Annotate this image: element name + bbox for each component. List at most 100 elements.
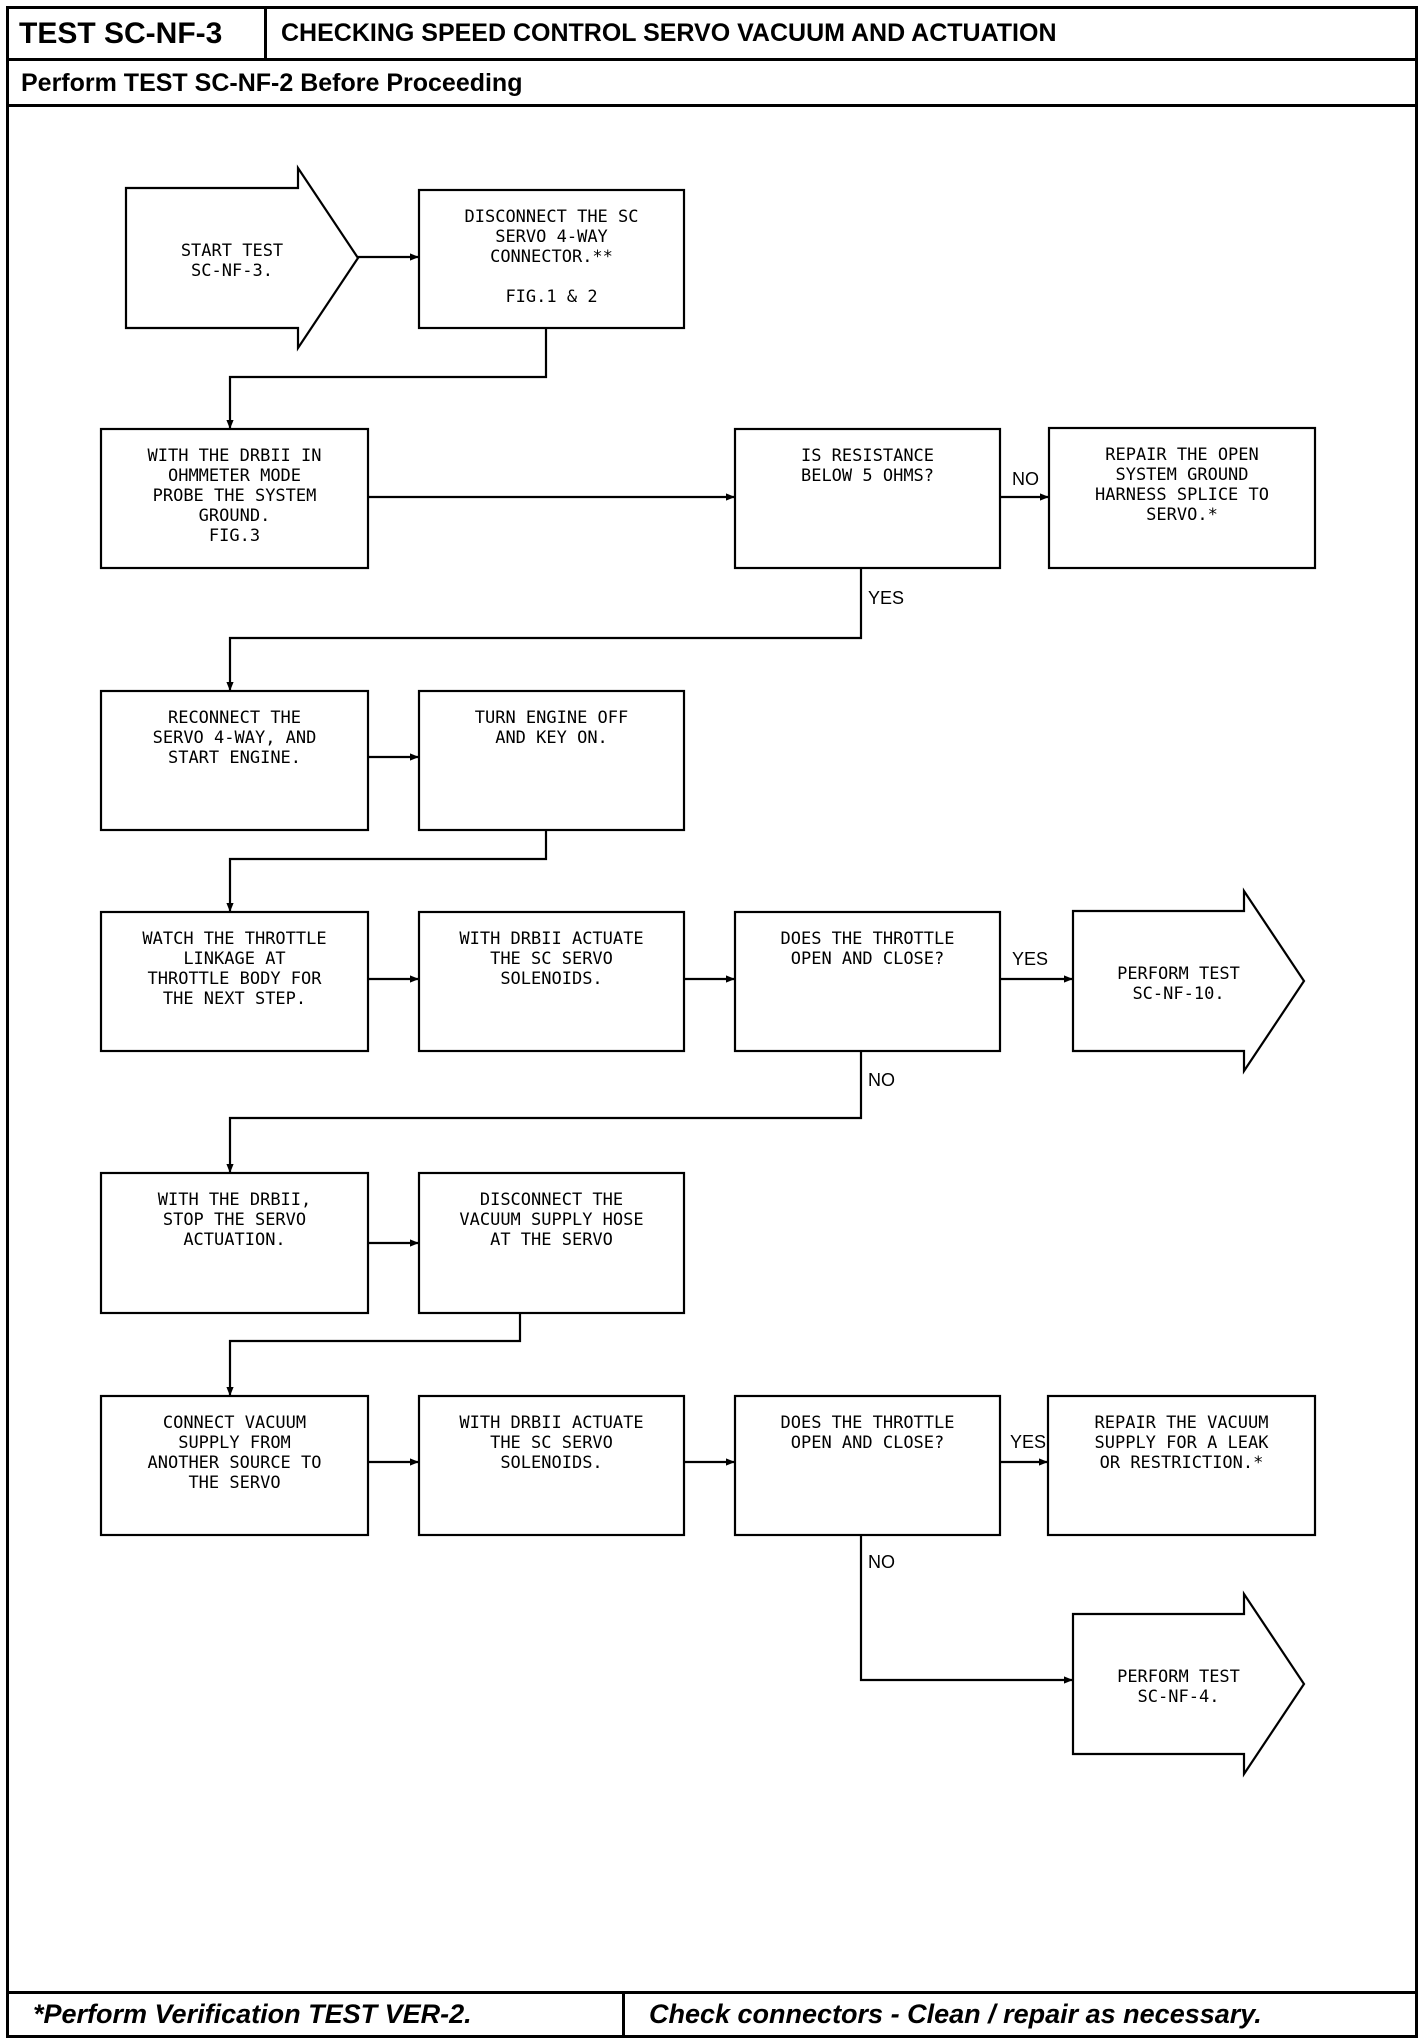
step-text-line: DOES THE THROTTLE bbox=[781, 1413, 955, 1433]
worksheet-frame: TEST SC-NF-3 CHECKING SPEED CONTROL SERV… bbox=[6, 6, 1418, 2038]
branch-label-yes: YES bbox=[1010, 1432, 1046, 1452]
step-box-shape bbox=[733, 427, 1002, 570]
step-text-line: WITH DRBII ACTUATE bbox=[459, 929, 643, 949]
step-text-line: THE SC SERVO bbox=[490, 1433, 613, 1453]
step-text-line: FIG.3 bbox=[209, 526, 260, 546]
step-text-line: START TEST bbox=[181, 241, 283, 261]
step-box-shape bbox=[417, 1171, 686, 1315]
step-text-line: GROUND. bbox=[199, 506, 271, 526]
step-box-shape bbox=[99, 427, 370, 570]
step-text-line: REPAIR THE VACUUM bbox=[1095, 1413, 1269, 1433]
step-text-line: AND KEY ON. bbox=[495, 728, 608, 748]
step-text-line: SC-NF-3. bbox=[191, 261, 273, 281]
step-text-line: SC-NF-10. bbox=[1132, 984, 1224, 1004]
step-text-line: AT THE SERVO bbox=[490, 1230, 613, 1250]
terminal-arrow-shape bbox=[1071, 1590, 1306, 1778]
step-box-shape bbox=[417, 1394, 686, 1537]
step-text-line: WITH DRBII ACTUATE bbox=[459, 1413, 643, 1433]
step-text-line: CONNECT VACUUM bbox=[163, 1413, 306, 1433]
step-text-line: SUPPLY FOR A LEAK bbox=[1095, 1433, 1270, 1453]
step-text-line: THE NEXT STEP. bbox=[163, 989, 306, 1009]
step-box-shape bbox=[1047, 426, 1317, 570]
step-text-line: THE SERVO bbox=[188, 1473, 280, 1493]
step-text-line: SERVO.* bbox=[1146, 505, 1218, 525]
step-text-line: WITH THE DRBII, bbox=[158, 1190, 312, 1210]
step-text-line: DOES THE THROTTLE bbox=[781, 929, 955, 949]
step-text-line: THROTTLE BODY FOR bbox=[148, 969, 323, 989]
step-text-line: THE SC SERVO bbox=[490, 949, 613, 969]
step-box-shape bbox=[99, 1171, 370, 1315]
step-box-shape bbox=[417, 188, 686, 330]
step-text-line: IS RESISTANCE bbox=[801, 446, 934, 466]
step-text-line: OPEN AND CLOSE? bbox=[791, 1433, 945, 1453]
step-text-line: TURN ENGINE OFF bbox=[475, 708, 629, 728]
step-text-line: FIG.1 & 2 bbox=[505, 287, 597, 307]
connector-engine_off-to-watch_linkage bbox=[226, 830, 548, 912]
step-text-line: SERVO 4-WAY, AND bbox=[153, 728, 317, 748]
step-box-shape bbox=[733, 910, 1002, 1053]
step-text-line: SOLENOIDS. bbox=[500, 1453, 602, 1473]
step-text-line: START ENGINE. bbox=[168, 748, 301, 768]
header-row: TEST SC-NF-3 CHECKING SPEED CONTROL SERV… bbox=[9, 9, 1415, 61]
step-text-line: HARNESS SPLICE TO bbox=[1095, 485, 1269, 505]
branch-label-no: NO bbox=[1012, 469, 1039, 489]
step-text-line: OHMMETER MODE bbox=[168, 466, 301, 486]
step-text-line: SUPPLY FROM bbox=[178, 1433, 291, 1453]
step-text-line: DISCONNECT THE SC bbox=[465, 207, 639, 227]
step-text-line: PERFORM TEST bbox=[1117, 1667, 1240, 1687]
step-text-line: RECONNECT THE bbox=[168, 708, 301, 728]
connector-resistance_check-to-reconnect_servo bbox=[226, 568, 863, 691]
step-box-shape bbox=[99, 910, 370, 1053]
footer-row: *Perform Verification TEST VER-2. Check … bbox=[9, 1991, 1415, 2035]
step-box-shape bbox=[733, 1394, 1002, 1537]
step-text-line: ACTUATION. bbox=[183, 1230, 285, 1250]
connector-note: Check connectors - Clean / repair as nec… bbox=[649, 1999, 1262, 2029]
step-text-line: SC-NF-4. bbox=[1138, 1687, 1220, 1707]
terminal-arrow-shape bbox=[124, 164, 360, 352]
terminal-arrow-shape bbox=[1071, 887, 1306, 1075]
step-text-line: SOLENOIDS. bbox=[500, 969, 602, 989]
step-text-line: VACUUM SUPPLY HOSE bbox=[459, 1210, 643, 1230]
step-text-line: CONNECTOR.** bbox=[490, 247, 613, 267]
step-box-shape bbox=[1046, 1394, 1317, 1537]
branch-label-yes: YES bbox=[1012, 949, 1048, 969]
step-text-line: REPAIR THE OPEN bbox=[1105, 445, 1259, 465]
step-text-line: ANOTHER SOURCE TO bbox=[148, 1453, 322, 1473]
step-text-line: OPEN AND CLOSE? bbox=[791, 949, 945, 969]
connector-disconnect_connector-to-probe_ground bbox=[226, 328, 548, 429]
step-box-shape bbox=[99, 1394, 370, 1537]
prerequisite-note: Perform TEST SC-NF-2 Before Proceeding bbox=[9, 61, 1415, 107]
branch-label-no: NO bbox=[868, 1070, 895, 1090]
step-box-shape bbox=[99, 689, 370, 832]
step-text-line: SERVO 4-WAY bbox=[495, 227, 608, 247]
step-text-line: OR RESTRICTION.* bbox=[1100, 1453, 1264, 1473]
step-text-line: SYSTEM GROUND bbox=[1115, 465, 1248, 485]
step-text-line: WITH THE DRBII IN bbox=[148, 446, 322, 466]
step-box-shape bbox=[417, 689, 686, 832]
flowchart-connectors bbox=[226, 253, 1073, 1684]
verification-note: *Perform Verification TEST VER-2. bbox=[9, 1994, 625, 2035]
step-text-line: PROBE THE SYSTEM bbox=[153, 486, 317, 506]
branch-label-no: NO bbox=[868, 1552, 895, 1572]
step-text-line: WATCH THE THROTTLE bbox=[142, 929, 326, 949]
connector-throttle_check_2-to-perform_nf4 bbox=[859, 1535, 1073, 1684]
step-text-line: DISCONNECT THE bbox=[480, 1190, 623, 1210]
test-id: TEST SC-NF-3 bbox=[9, 9, 267, 58]
